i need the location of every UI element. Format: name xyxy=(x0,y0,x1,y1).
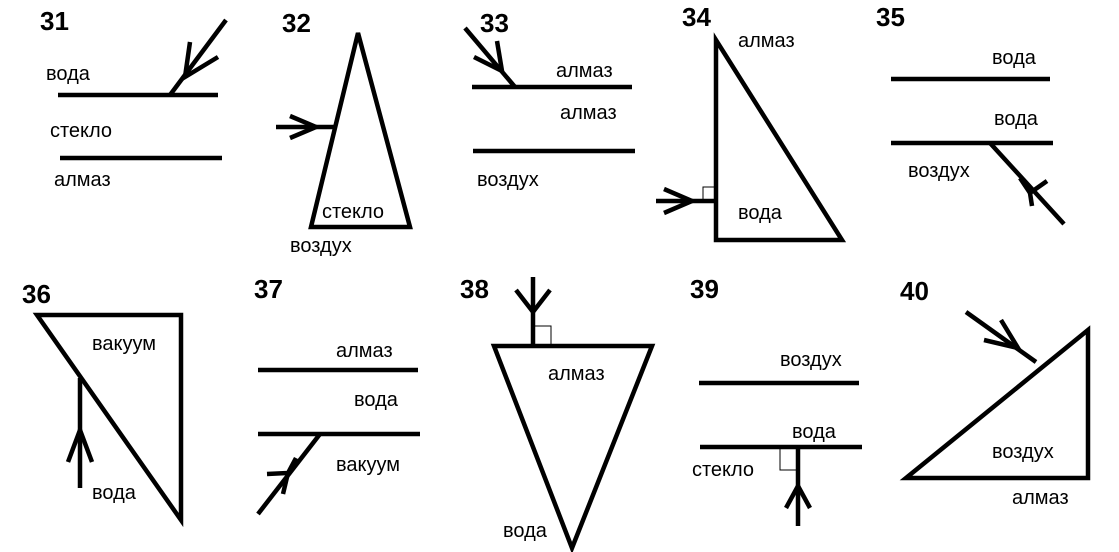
medium-label: вода xyxy=(354,389,399,411)
medium-label: вода xyxy=(992,47,1037,69)
arrow-head xyxy=(472,40,505,75)
problem-39: 39 воздух вода стекло xyxy=(690,274,862,526)
problem-40: 40 воздух алмаз xyxy=(899,276,1091,509)
glass-prism xyxy=(308,32,413,230)
medium-label: стекло xyxy=(692,459,754,481)
water-prism xyxy=(32,312,184,528)
problem-38: 38 алмаз вода xyxy=(460,274,656,552)
problem-35: 35 вода вода воздух xyxy=(876,2,1066,226)
arrow-head xyxy=(182,41,220,82)
light-ray xyxy=(964,310,1038,364)
problem-number: 37 xyxy=(254,274,283,304)
medium-label: воздух xyxy=(477,169,539,191)
problem-number: 34 xyxy=(682,2,711,32)
medium-label: воздух xyxy=(992,441,1054,463)
medium-label: воздух xyxy=(780,349,842,371)
arrow-head-tail xyxy=(1027,192,1035,207)
right-angle-mark xyxy=(779,447,798,471)
problem-32: 32 стекло воздух xyxy=(276,8,413,257)
arrow-head xyxy=(1018,176,1049,197)
medium-label: стекло xyxy=(50,120,112,142)
problem-number: 39 xyxy=(690,274,719,304)
medium-label: вакуум xyxy=(92,333,156,355)
light-ray xyxy=(463,26,517,89)
medium-label: алмаз xyxy=(336,340,393,362)
medium-label: вода xyxy=(503,520,548,542)
arrow-head xyxy=(784,481,812,510)
problem-number: 40 xyxy=(900,276,929,306)
problem-number: 33 xyxy=(480,8,509,38)
medium-label: воздух xyxy=(290,235,352,257)
problem-number: 35 xyxy=(876,2,905,32)
medium-label: алмаз xyxy=(556,60,613,82)
medium-label: вода xyxy=(738,202,783,224)
diamond-prism xyxy=(899,325,1091,481)
medium-label: вода xyxy=(92,482,137,504)
arrow-head xyxy=(663,186,698,216)
arrow-head xyxy=(514,288,552,316)
medium-label: воздух xyxy=(908,160,970,182)
medium-label: вакуум xyxy=(336,454,400,476)
problem-36: 36 вакуум вода xyxy=(22,279,184,528)
problem-31: 31 вода стекло алмаз xyxy=(40,6,228,191)
diamond-prism xyxy=(490,343,656,552)
medium-label: алмаз xyxy=(54,169,111,191)
medium-label: вода xyxy=(792,421,837,443)
medium-label: алмаз xyxy=(1012,487,1069,509)
right-angle-mark xyxy=(533,325,552,346)
medium-label: алмаз xyxy=(738,30,795,52)
problem-33: 33 алмаз алмаз воздух xyxy=(463,8,635,191)
light-ray xyxy=(988,141,1066,226)
problem-34: 34 алмаз вода xyxy=(656,2,847,243)
arrow-head xyxy=(289,113,322,141)
medium-label: алмаз xyxy=(560,102,617,124)
right-angle-mark xyxy=(702,186,716,201)
medium-label: вода xyxy=(994,108,1039,130)
light-ray xyxy=(168,18,228,97)
problem-number: 38 xyxy=(460,274,489,304)
problem-37: 37 алмаз вода вакуум xyxy=(254,274,420,516)
arrow-head-tail xyxy=(280,472,291,495)
medium-label: вода xyxy=(46,63,91,85)
arrow-head xyxy=(65,423,95,463)
problem-number: 36 xyxy=(22,279,51,309)
water-prism xyxy=(713,32,847,243)
medium-label: стекло xyxy=(322,201,384,223)
medium-label: алмаз xyxy=(548,363,605,385)
problem-number: 31 xyxy=(40,6,69,36)
problem-number: 32 xyxy=(282,8,311,38)
arrow-head xyxy=(983,318,1023,352)
